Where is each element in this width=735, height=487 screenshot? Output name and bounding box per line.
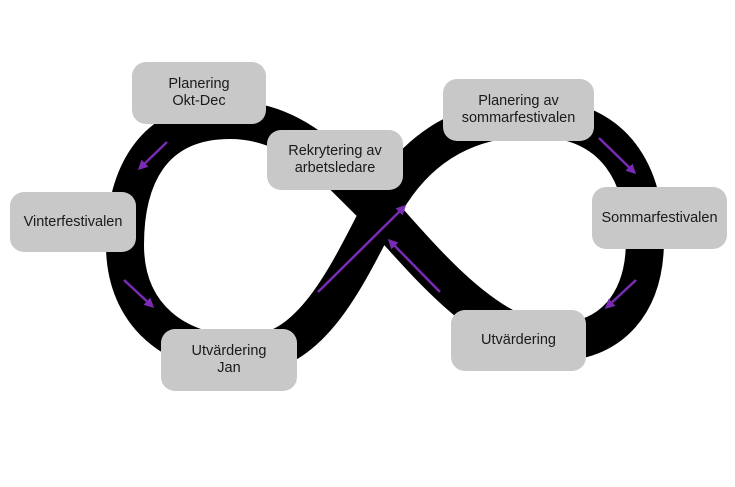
flow-arrow-utvardering-to-rekrytering [317, 204, 407, 293]
node-rekrytering: Rekrytering av arbetsledare [267, 130, 403, 190]
node-vinterfestivalen: Vinterfestivalen [10, 192, 136, 252]
node-line: Planering [168, 76, 230, 92]
node-line: Rekrytering av [288, 143, 382, 159]
node-sommarfestivalen: Sommarfestivalen [592, 187, 727, 249]
flow-arrow-sommar-to-utvardering [604, 279, 637, 310]
node-line: Utvärdering [191, 343, 267, 359]
flow-arrow-utvardering-to-center [387, 238, 441, 293]
node-line: Utvärdering [481, 332, 556, 348]
node-line: arbetsledare [294, 160, 376, 176]
node-line: sommarfestivalen [461, 110, 576, 126]
flow-arrow-planering-to-sommar [598, 137, 637, 175]
node-line: Vinterfestivalen [23, 213, 123, 230]
node-utvardering: Utvärdering [451, 310, 586, 371]
node-line: Planering av [478, 93, 559, 109]
node-planering-sommar: Planering av sommarfestivalen [443, 79, 594, 141]
infinity-loop [106, 98, 664, 374]
node-utvardering-jan: Utvärdering Jan [161, 329, 297, 391]
node-line: Sommarfestivalen [601, 209, 718, 226]
node-line: Jan [217, 360, 241, 376]
flow-arrow-vinter-to-utvardering [123, 279, 155, 309]
node-line: Okt-Dec [172, 93, 226, 109]
node-planering-okt-dec: Planering Okt-Dec [132, 62, 266, 124]
flow-arrow-planering-to-vinter [137, 141, 168, 171]
